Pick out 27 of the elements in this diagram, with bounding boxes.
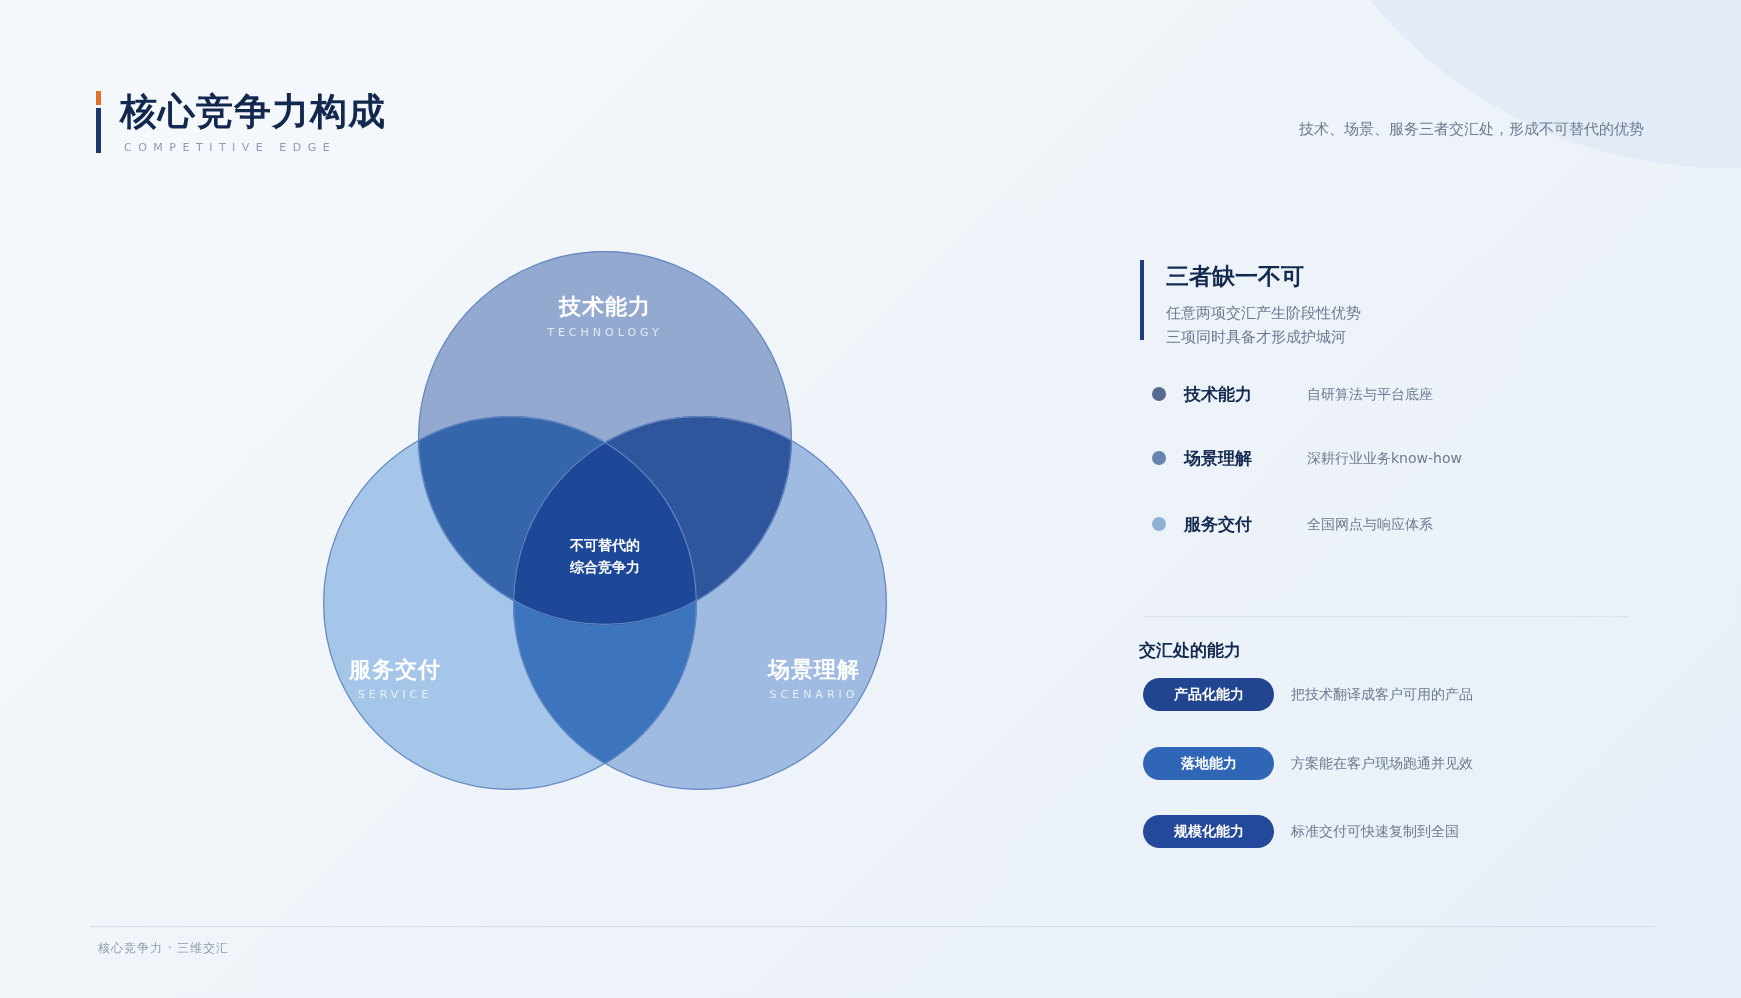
row-title: 服务交付: [1184, 513, 1252, 535]
row-description: 全国网点与响应体系: [1307, 515, 1433, 533]
section-heading: 三者缺一不可: [1166, 263, 1304, 291]
circle-subtitle: SERVICE: [357, 687, 433, 701]
circle-title: 技术能力: [559, 293, 651, 319]
circle-subtitle: SCENARIO: [769, 687, 859, 701]
page-subtitle: COMPETITIVE EDGE: [124, 141, 337, 155]
circle-subtitle: TECHNOLOGY: [547, 325, 663, 339]
section-text: 任意两项交汇产生阶段性优势: [1166, 304, 1361, 322]
section-text: 三项同时具备才形成护城河: [1166, 328, 1346, 346]
pill-description: 标准交付可快速复制到全国: [1291, 822, 1459, 840]
page-title: 核心竞争力构成: [120, 89, 386, 135]
center-label: 不可替代的综合竞争力: [570, 537, 640, 575]
note-text: 技术、场景、服务三者交汇处，形成不可替代的优势: [1299, 120, 1644, 138]
pill-label: 规模化能力: [1173, 822, 1244, 840]
pill-label: 落地能力: [1180, 754, 1237, 772]
pill-description: 方案能在客户现场跑通并见效: [1291, 754, 1473, 772]
row-description: 深耕行业业务know-how: [1307, 449, 1462, 467]
pill-description: 把技术翻译成客户可用的产品: [1291, 685, 1473, 703]
row-title: 技术能力: [1184, 383, 1252, 405]
pill-label: 产品化能力: [1173, 685, 1244, 703]
row-title: 场景理解: [1184, 447, 1252, 469]
row-description: 自研算法与平台底座: [1307, 385, 1433, 403]
footer-text: 核心竞争力 · 三维交汇: [98, 940, 230, 956]
circle-title: 服务交付: [349, 656, 441, 682]
circle-title: 场景理解: [768, 656, 860, 682]
section-heading: 交汇处的能力: [1139, 639, 1241, 661]
